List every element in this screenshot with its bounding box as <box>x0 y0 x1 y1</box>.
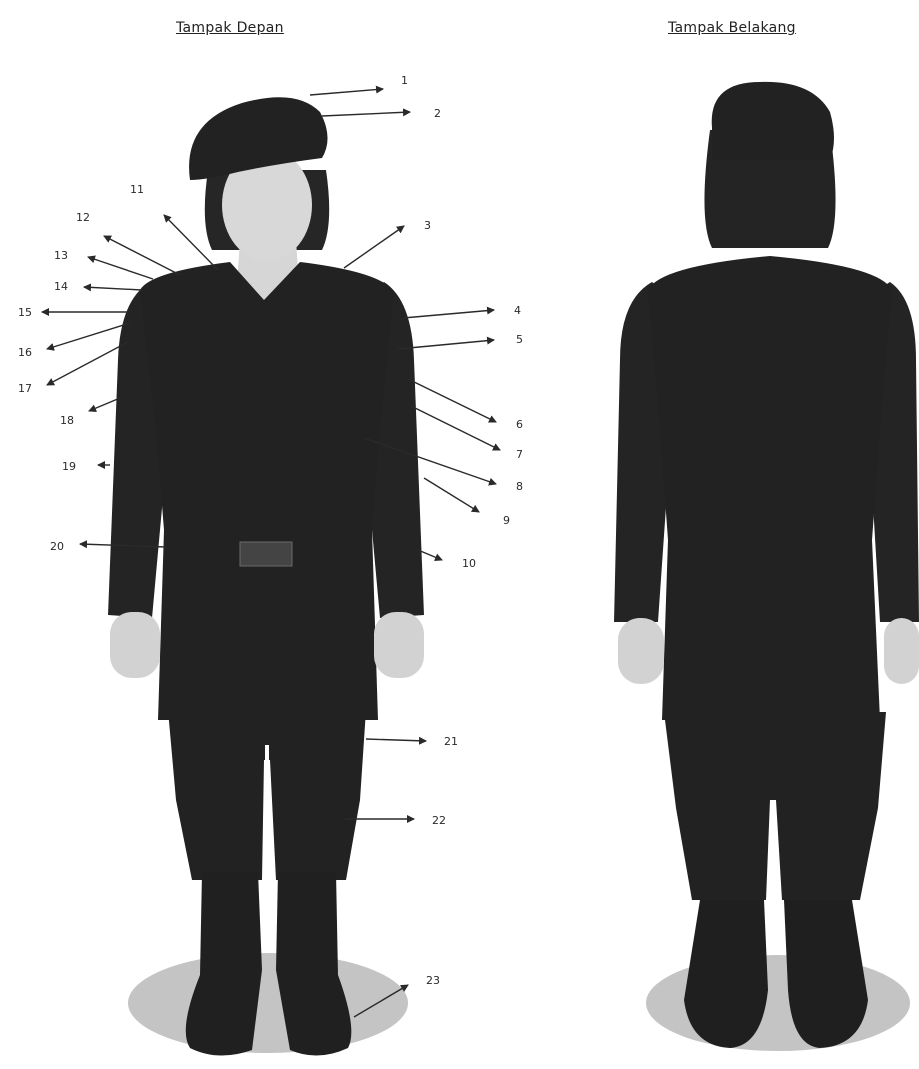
callout-arrow-7 <box>411 406 500 450</box>
back-left-boot <box>684 900 768 1048</box>
callout-label-22: 22 <box>432 814 446 827</box>
callout-label-1: 1 <box>401 74 408 87</box>
callout-arrow-12 <box>104 236 180 275</box>
front-figure <box>108 97 424 1055</box>
callout-arrow-17 <box>47 342 128 385</box>
callout-label-15: 15 <box>18 306 32 319</box>
callout-arrow-21 <box>366 739 426 741</box>
front-torso <box>140 262 394 720</box>
callout-label-18: 18 <box>60 414 74 427</box>
callout-label-13: 13 <box>54 249 68 262</box>
callout-label-5: 5 <box>516 333 523 346</box>
callout-arrow-18 <box>89 398 120 411</box>
callout-label-20: 20 <box>50 540 64 553</box>
callout-arrow-14 <box>84 287 142 290</box>
back-right-hand <box>884 618 919 684</box>
callout-arrow-2 <box>322 112 410 116</box>
callout-arrow-16 <box>47 323 130 349</box>
front-left-hand <box>110 612 160 678</box>
back-left-hand <box>618 618 664 684</box>
callout-label-11: 11 <box>130 183 144 196</box>
callout-label-14: 14 <box>54 280 68 293</box>
callout-label-10: 10 <box>462 557 476 570</box>
callout-label-3: 3 <box>424 219 431 232</box>
back-figure <box>614 82 919 1051</box>
callout-label-7: 7 <box>516 448 523 461</box>
callout-label-16: 16 <box>18 346 32 359</box>
callout-label-12: 12 <box>76 211 90 224</box>
callout-label-8: 8 <box>516 480 523 493</box>
back-right-boot <box>784 900 868 1048</box>
callout-label-19: 19 <box>62 460 76 473</box>
callout-label-17: 17 <box>18 382 32 395</box>
back-beret <box>712 82 834 160</box>
back-trousers <box>664 712 886 900</box>
callout-arrow-6 <box>408 379 496 422</box>
callout-label-6: 6 <box>516 418 523 431</box>
front-ground-shadow <box>128 953 408 1053</box>
front-belt-buckle <box>240 542 292 566</box>
front-right-hand <box>374 612 424 678</box>
callout-label-4: 4 <box>514 304 521 317</box>
callout-arrow-13 <box>88 257 153 279</box>
callout-arrow-9 <box>424 478 479 512</box>
callout-label-21: 21 <box>444 735 458 748</box>
callout-arrow-4 <box>403 310 494 318</box>
callout-label-2: 2 <box>434 107 441 120</box>
front-beret <box>189 97 327 180</box>
callout-label-23: 23 <box>426 974 440 987</box>
callout-label-9: 9 <box>503 514 510 527</box>
callout-arrow-1 <box>310 89 383 95</box>
back-torso <box>648 256 892 720</box>
callout-arrow-3 <box>344 226 404 268</box>
